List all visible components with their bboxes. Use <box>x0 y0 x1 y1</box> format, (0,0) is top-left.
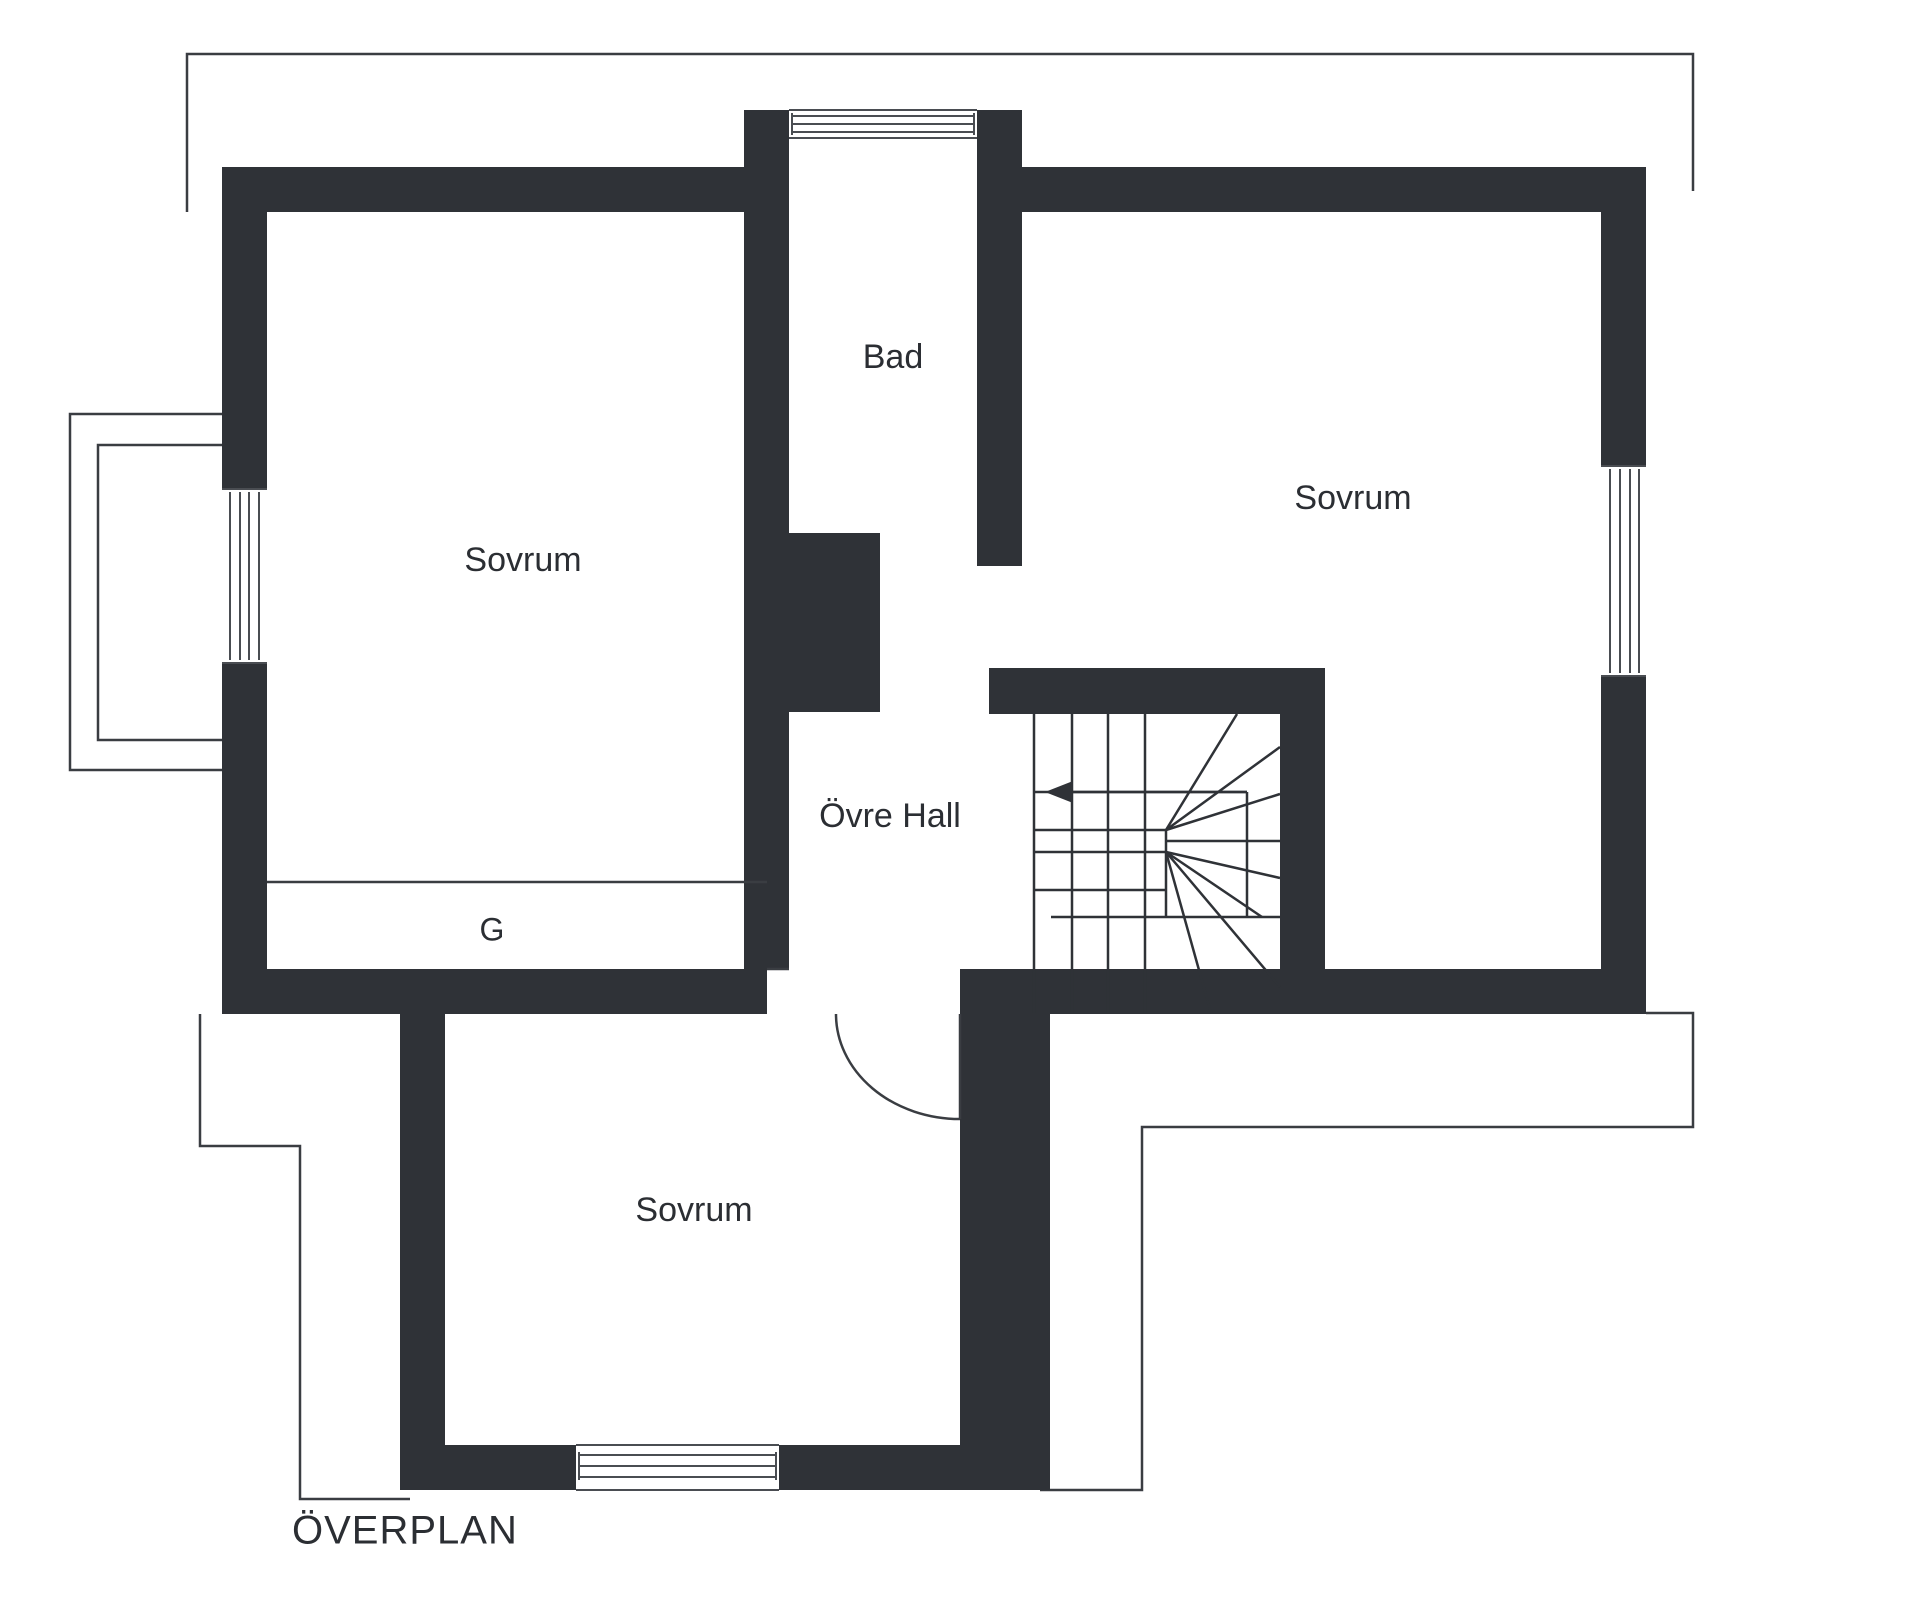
entry-projection-outline-bottom-left <box>198 1014 410 1501</box>
room-label-sovrum-top-left: Sovrum <box>464 541 581 579</box>
stair-winder-1 <box>1164 713 1239 831</box>
stair-winder-4 <box>1165 850 1281 880</box>
window-bottom-bedroom <box>576 1444 779 1491</box>
window-bay-outline-left-outer <box>68 412 228 772</box>
wall-stair-right <box>1280 668 1325 1013</box>
wall-bath-right-riser <box>977 110 1022 167</box>
window-openings <box>222 109 1646 1491</box>
wall-bath-bottom-nib <box>789 533 880 712</box>
wall-top-left-segment <box>222 167 744 212</box>
wall-top-right-segment <box>1022 167 1646 212</box>
wall-left-exterior-lower <box>222 663 267 1014</box>
wall-left-exterior-upper <box>222 167 267 489</box>
stair-winder-2 <box>1165 745 1281 832</box>
door-arc <box>834 1013 961 1121</box>
stair-winder-6 <box>1164 851 1213 1014</box>
outer-projection-outlines <box>68 52 1695 1501</box>
wall-right-lower-exterior <box>1005 1013 1050 1490</box>
wall-hall-left-divider <box>744 733 789 969</box>
room-label-sovrum-bottom: Sovrum <box>635 1191 752 1229</box>
door-swing-hall-to-bedroom <box>834 1013 962 1121</box>
wall-bottom-exterior-right <box>779 1445 1005 1490</box>
room-label-ovre-hall: Övre Hall <box>819 797 961 835</box>
wall-bath-right-interior <box>977 167 1022 533</box>
stair-winder-5 <box>1165 850 1263 919</box>
wall-bath-left-interior <box>744 212 789 733</box>
stair-direction-arrow <box>1045 781 1073 803</box>
room-label-sovrum-right: Sovrum <box>1294 479 1411 517</box>
roof-outline-top <box>185 52 1695 212</box>
stair-winder-7 <box>1165 851 1281 988</box>
window-right-bedroom <box>1601 465 1646 677</box>
room-label-garderob: G <box>480 911 505 947</box>
page-title: ÖVERPLAN <box>292 1509 518 1553</box>
staircase <box>1032 713 1281 1014</box>
wall-bottom-sovrum-left <box>400 1014 445 1490</box>
window-left-bedroom <box>222 488 267 664</box>
stair-winder-3 <box>1165 792 1281 832</box>
wall-bath-right-foot-tip <box>977 533 989 566</box>
wall-bath-left-riser <box>744 110 789 212</box>
wall-stair-top <box>989 668 1280 714</box>
wall-right-exterior-upper <box>1601 167 1646 466</box>
wall-bottom-exterior-left <box>400 1445 576 1490</box>
interior-thin-partitions <box>267 880 789 971</box>
wall-hall-lower-left <box>222 969 767 1014</box>
wall-hall-lower-right <box>960 969 1646 1014</box>
window-bath-top <box>789 109 977 139</box>
room-label-bad: Bad <box>863 338 924 376</box>
window-bay-outline-left-inner <box>96 443 228 742</box>
wall-structure <box>222 110 1646 1490</box>
roof-outline-bottom-right <box>1040 1011 1695 1492</box>
room-labels: Sovrum Bad Sovrum Övre Hall G Sovrum <box>464 338 1411 1229</box>
wall-right-exterior-lower <box>1601 676 1646 1013</box>
wall-bottom-sovrum-right <box>960 1014 1005 1490</box>
